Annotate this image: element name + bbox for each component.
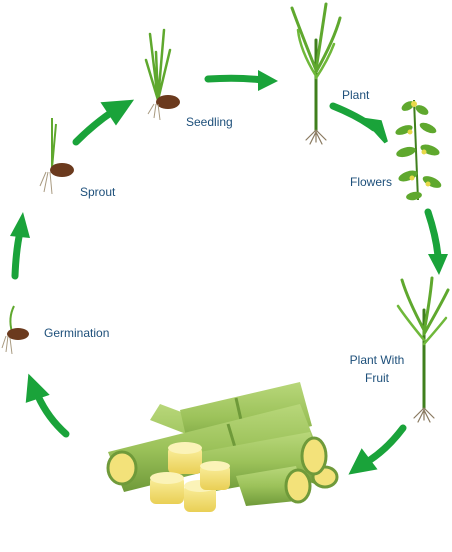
arrow-flowers-to-fruit [424, 208, 448, 275]
arrow-seedling-to-plant [204, 70, 278, 91]
cane-pieces [150, 442, 230, 512]
sprout-illustration [39, 118, 74, 195]
label-flowers: Flowers [350, 175, 393, 189]
label-plant-with-fruit-line2: Fruit [365, 371, 389, 385]
arrow-plant-to-flowers [329, 102, 388, 144]
arrow-harvest-to-germination [25, 373, 70, 438]
cycle-arrows [10, 70, 448, 475]
label-plant-with-fruit-line1: Plant With [349, 353, 405, 367]
plant-illustration [290, 2, 342, 145]
flowers-illustration [395, 99, 442, 201]
label-plant-with-fruit: Plant With Fruit [344, 351, 410, 387]
label-plant: Plant [342, 88, 370, 102]
harvested-sugarcane-illustration [106, 382, 339, 512]
seedling-illustration [144, 28, 180, 121]
arrow-fruit-to-harvest [348, 424, 407, 475]
cane-stalk [236, 466, 312, 506]
arrow-sprout-to-seedling [72, 99, 135, 146]
arrow-germination-to-sprout [10, 212, 30, 280]
germination-illustration [1, 305, 29, 355]
label-seedling: Seedling [186, 115, 233, 129]
label-germination: Germination [44, 326, 110, 340]
plant-with-fruit-illustration [396, 276, 450, 423]
label-sprout: Sprout [80, 185, 116, 199]
